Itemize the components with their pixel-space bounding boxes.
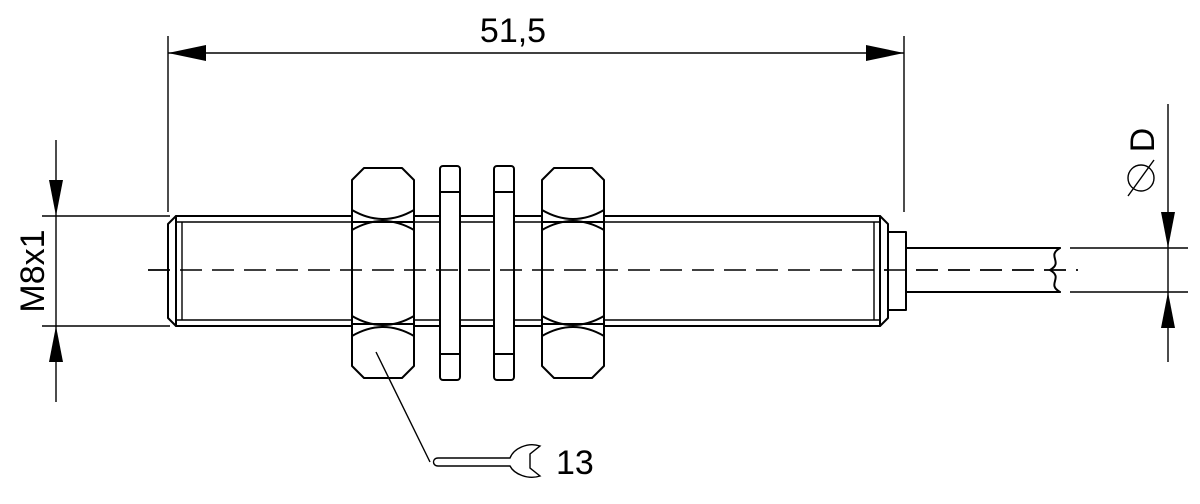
length-dimension [167, 36, 905, 212]
wrench-icon [432, 444, 542, 478]
sensor-body [167, 215, 907, 327]
hex-nut-left [351, 167, 415, 379]
thread-label: M8x1 [14, 229, 52, 312]
wrench-size-label: 13 [556, 444, 594, 482]
wrench-callout [375, 351, 542, 478]
length-label: 51,5 [480, 12, 546, 50]
cable-diameter-dimension [1070, 104, 1188, 362]
diameter-symbol [1127, 159, 1155, 197]
hex-nut-right [541, 167, 605, 379]
cable-diameter-label: D [1124, 128, 1162, 153]
washer-right [493, 165, 515, 381]
washer-left [439, 165, 461, 381]
thread-dimension [42, 140, 170, 402]
